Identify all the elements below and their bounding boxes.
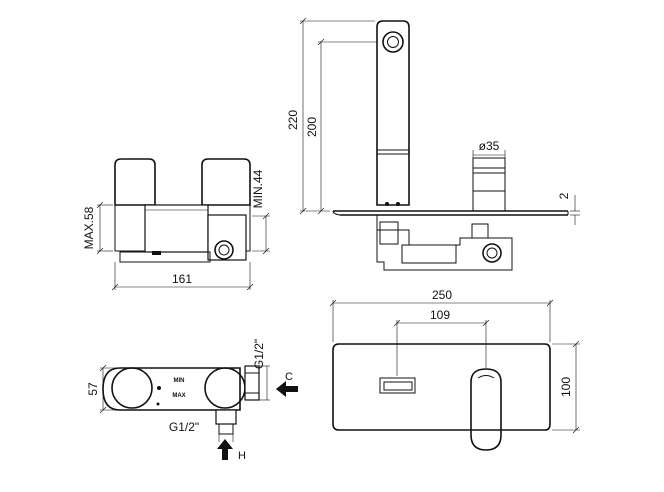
front-width-label: 161 <box>172 272 192 286</box>
plate-spacing-label: 109 <box>430 308 450 322</box>
top-depth-label: 57 <box>86 382 100 396</box>
side-total-height-label: 220 <box>286 110 300 130</box>
plate-height-label: 100 <box>559 377 573 397</box>
bottom-thread-label: G1/2" <box>169 420 199 434</box>
plate-view: 250 109 100 <box>329 288 580 451</box>
front-min-height-label: MIN.44 <box>251 169 265 208</box>
side-spout-height-label: 200 <box>305 117 319 137</box>
side-thread-label: G1/2" <box>252 339 266 369</box>
cold-label: C <box>285 371 293 383</box>
front-max-height-label: MAX.58 <box>82 206 96 249</box>
side-view: ø35 220 200 2 <box>286 17 580 271</box>
min-marking: MIN <box>174 378 185 384</box>
side-diameter-label: ø35 <box>479 139 500 153</box>
max-marking: MAX <box>172 393 185 399</box>
top-view: MIN MAX 57 G1/2" C G1/2" H <box>86 339 298 462</box>
side-plate-thickness-label: 2 <box>557 192 571 199</box>
front-view: MAX.58 MIN.44 161 <box>82 158 270 291</box>
hot-label: H <box>238 450 246 462</box>
plate-width-label: 250 <box>432 288 452 302</box>
